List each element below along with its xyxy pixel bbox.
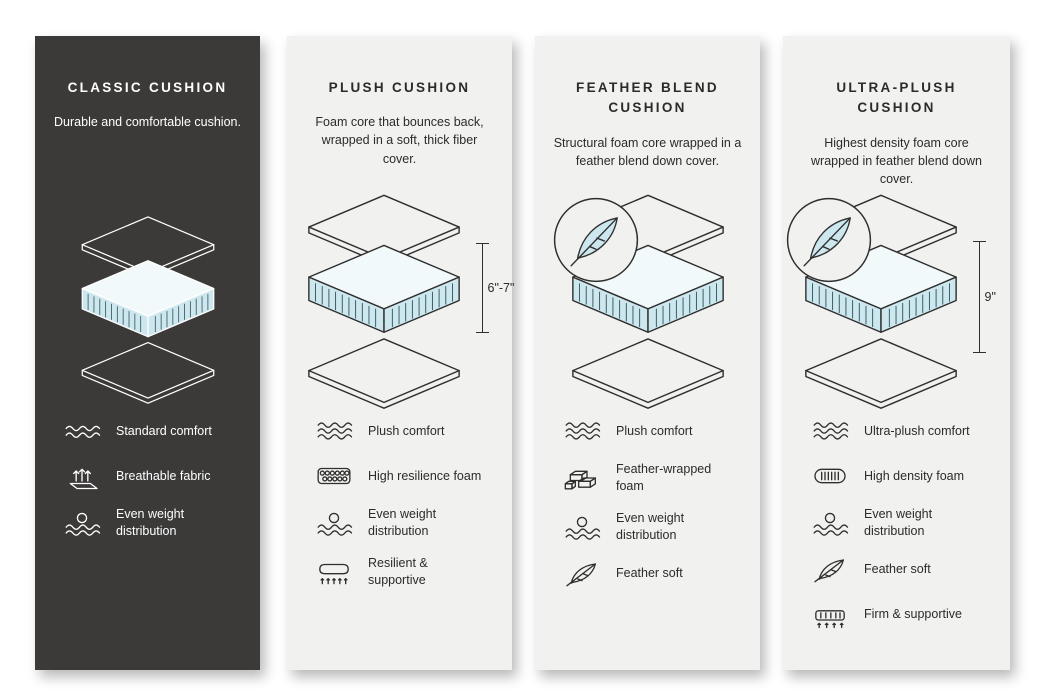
high-density-foam-icon [809,461,851,491]
feature-row: Even weight distribution [809,506,1000,540]
even-weight-icon [561,512,603,542]
resilient-springs-icon [313,557,355,587]
column-feather-blend-cushion: FEATHER BLEND CUSHION Structural foam co… [535,36,760,670]
foam-blocks-icon [561,463,603,493]
breathable-fabric-icon [61,461,103,491]
cushion-exploded-diagram [64,214,232,408]
feature-row: Even weight distribution [561,510,750,544]
feature-list: Standard comfort Breathable fabric Even … [61,416,250,540]
feature-row: High resilience foam [313,461,502,491]
feature-label: Feather soft [616,566,683,581]
feather-icon [561,559,603,589]
measurement-value: 9" [984,290,996,304]
foam-bubbles-icon [313,461,355,491]
column-description: Structural foam core wrapped in a feathe… [553,135,742,168]
feature-list: Ultra-plush comfort High density foam Ev… [809,416,1000,630]
feature-row: Feather soft [561,559,750,589]
feature-row: Plush comfort [313,416,502,446]
measurement-line [972,241,986,353]
waves-icon [61,416,103,446]
cushion-exploded-diagram: 6"-7" [288,192,514,414]
waves-icon [313,416,355,446]
feature-row: Ultra-plush comfort [809,416,1000,446]
feature-row: Feather-wrapped foam [561,461,750,495]
firm-supportive-icon [809,600,851,630]
height-measurement: 6"-7" [474,243,520,333]
even-weight-icon [313,508,355,538]
waves-icon [809,416,851,446]
feature-row: Even weight distribution [61,506,250,540]
even-weight-icon [809,508,851,538]
column-description: Foam core that bounces back, wrapped in … [315,115,484,166]
feature-row: Breathable fabric [61,461,250,491]
column-title: CLASSIC CUSHION [67,80,228,95]
feature-list: Plush comfort High resilience foam Even … [313,416,502,589]
feature-label: Even weight distribution [116,507,185,538]
feature-label: Ultra-plush comfort [864,423,970,438]
waves-icon [561,416,603,446]
feather-circle-icon [550,194,642,286]
measurement-value: 6"-7" [487,281,515,295]
feature-label: Breathable fabric [116,468,211,483]
feature-label: Even weight distribution [368,507,437,538]
feather-icon [809,555,851,585]
cushion-layers-illustration [64,214,232,408]
column-description: Durable and comfortable cushion. [54,115,241,130]
measurement-line [475,243,489,333]
feature-label: High density foam [864,468,965,483]
feature-label: High resilience foam [368,468,482,483]
column-ultra-plush-cushion: ULTRA-PLUSH CUSHION Highest density foam… [783,36,1010,670]
feature-row: Firm & supportive [809,600,1000,630]
feature-label: Plush comfort [368,423,445,438]
feature-label: Even weight distribution [864,507,933,538]
feature-label: Standard comfort [116,423,212,438]
feature-label: Firm & supportive [864,607,962,622]
feature-label: Plush comfort [616,423,693,438]
column-description: Highest density foam core wrapped in fea… [811,135,982,186]
feature-list: Plush comfort Feather-wrapped foam Even … [561,416,750,589]
column-title: FEATHER BLEND CUSHION [576,80,719,116]
column-title: PLUSH CUSHION [328,80,471,95]
height-measurement: 9" [971,241,1017,353]
feature-row: High density foam [809,461,1000,491]
cushion-layers-illustration [288,192,480,414]
feature-row: Plush comfort [561,416,750,446]
feature-label: Feather soft [864,562,931,577]
even-weight-icon [61,508,103,538]
column-classic-cushion: CLASSIC CUSHION Durable and comfortable … [35,36,260,670]
feather-circle-icon [783,194,875,286]
feature-label: Resilient & supportive [368,555,428,587]
feature-row: Resilient & supportive [313,555,502,589]
feature-row: Even weight distribution [313,506,502,540]
feature-row: Standard comfort [61,416,250,446]
feature-label: Even weight distribution [616,510,685,542]
feature-row: Feather soft [809,555,1000,585]
column-plush-cushion: PLUSH CUSHION Foam core that bounces bac… [287,36,514,670]
cushion-exploded-diagram [552,192,744,414]
feature-label: Feather-wrapped foam [616,462,712,493]
column-title: ULTRA-PLUSH CUSHION [836,80,957,116]
cushion-exploded-diagram: 9" [783,192,996,414]
